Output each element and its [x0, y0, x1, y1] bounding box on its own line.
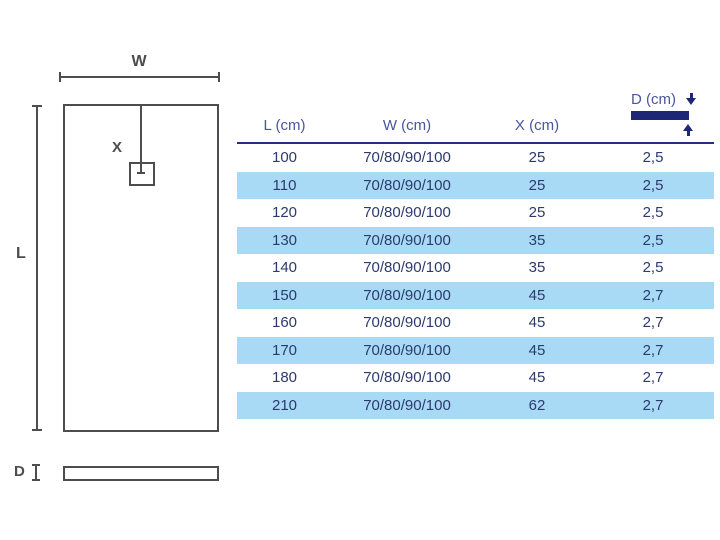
table-row: 140 70/80/90/100 35 2,5 — [237, 254, 714, 282]
cell-l: 210 — [271, 396, 298, 414]
length-dimension-tick-top — [32, 105, 42, 107]
cell-w: 70/80/90/100 — [363, 149, 451, 166]
cell-l: 130 — [271, 231, 298, 249]
table-row: 170 70/80/90/100 45 2,7 — [237, 336, 714, 364]
length-dimension-label: L — [16, 245, 26, 262]
cell-l: 150 — [271, 286, 298, 304]
drain-offset-line-end-tick — [137, 172, 145, 174]
cell-d: 2,7 — [642, 286, 664, 304]
depth-dimension-label: D — [14, 463, 25, 480]
cell-w: 70/80/90/100 — [363, 286, 451, 304]
cell-w: 70/80/90/100 — [363, 204, 451, 221]
cell-x: 45 — [528, 314, 546, 331]
cell-d: 2,5 — [642, 259, 664, 276]
cell-x: 35 — [528, 259, 546, 276]
cell-x: 25 — [528, 204, 546, 221]
length-dimension-line — [36, 106, 38, 431]
cell-d: 2,5 — [642, 176, 664, 194]
cell-w: 70/80/90/100 — [363, 314, 451, 331]
length-dimension-tick-bottom — [32, 429, 42, 431]
table-row: 180 70/80/90/100 45 2,7 — [237, 364, 714, 392]
cell-w: 70/80/90/100 — [363, 396, 451, 414]
cell-x: 62 — [528, 396, 546, 414]
cell-d: 2,5 — [642, 149, 664, 166]
cell-d: 2,5 — [642, 204, 664, 221]
table-header: L (cm) W (cm) X (cm) D (cm) — [237, 88, 714, 142]
cell-l: 110 — [272, 176, 297, 194]
cell-x: 25 — [528, 176, 546, 194]
table-row: 100 70/80/90/100 25 2,5 — [237, 144, 714, 172]
width-dimension-tick-left — [59, 72, 61, 82]
width-dimension-line — [60, 76, 219, 78]
drain-offset-label: X — [112, 139, 123, 156]
header-length: L (cm) — [263, 117, 306, 134]
cell-l: 120 — [271, 204, 298, 221]
cell-d: 2,5 — [642, 231, 664, 249]
depth-thickness-bar-icon — [631, 111, 689, 120]
cell-w: 70/80/90/100 — [363, 176, 451, 194]
header-rule — [237, 142, 714, 144]
cell-l: 170 — [271, 341, 298, 359]
cell-w: 70/80/90/100 — [363, 341, 451, 359]
drain-offset-line — [140, 104, 142, 174]
cell-x: 45 — [528, 286, 546, 304]
cell-w: 70/80/90/100 — [363, 259, 451, 276]
dimensions-table: L (cm) W (cm) X (cm) D (cm) 100 70/80/90/… — [237, 88, 714, 419]
drain-square — [129, 162, 155, 186]
cell-x: 45 — [528, 341, 546, 359]
cell-d: 2,7 — [642, 369, 664, 386]
table-row: 120 70/80/90/100 25 2,5 — [237, 199, 714, 227]
header-depth: D (cm) — [631, 91, 676, 108]
tray-side-view-outline — [63, 466, 219, 481]
cell-d: 2,7 — [642, 341, 664, 359]
table-row: 160 70/80/90/100 45 2,7 — [237, 309, 714, 337]
cell-x: 45 — [528, 369, 546, 386]
width-dimension-label: W — [131, 53, 148, 70]
table-row: 210 70/80/90/100 62 2,7 — [237, 391, 714, 419]
cell-d: 2,7 — [642, 396, 664, 414]
table-row: 130 70/80/90/100 35 2,5 — [237, 226, 714, 254]
cell-l: 180 — [271, 369, 298, 386]
cell-l: 140 — [271, 259, 298, 276]
header-width: W (cm) — [382, 117, 432, 134]
header-drain-offset: X (cm) — [514, 117, 560, 134]
depth-dimension-ibeam-icon — [32, 464, 40, 481]
cell-l: 160 — [271, 314, 298, 331]
cell-d: 2,7 — [642, 314, 664, 331]
cell-l: 100 — [271, 149, 298, 166]
cell-x: 35 — [528, 231, 546, 249]
cell-x: 25 — [528, 149, 546, 166]
width-dimension-tick-right — [218, 72, 220, 82]
table-body: 100 70/80/90/100 25 2,5 110 70/80/90/100 25 2,5… — [237, 144, 714, 419]
cell-w: 70/80/90/100 — [363, 369, 451, 386]
depth-arrow-down-icon — [686, 93, 696, 105]
depth-arrow-up-icon — [683, 124, 693, 136]
table-row: 110 70/80/90/100 25 2,5 — [237, 171, 714, 199]
table-row: 150 70/80/90/100 45 2,7 — [237, 281, 714, 309]
cell-w: 70/80/90/100 — [363, 231, 451, 249]
